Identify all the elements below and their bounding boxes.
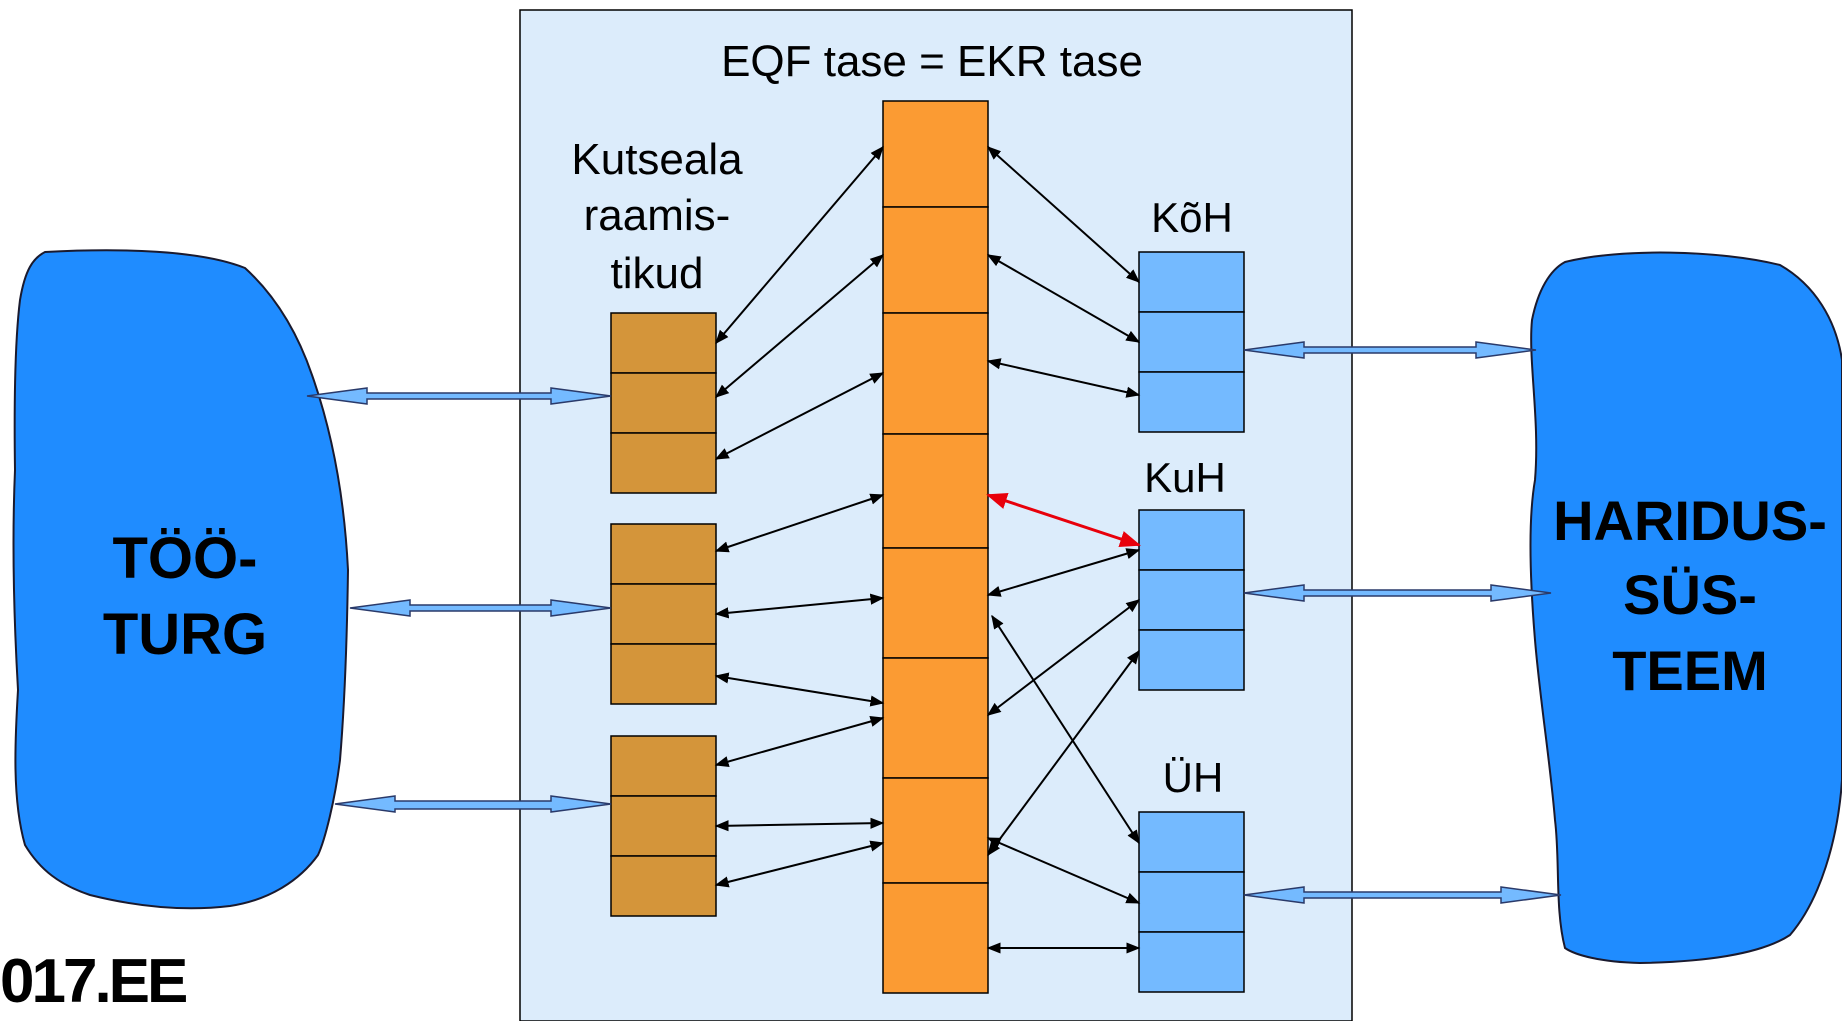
koh-box <box>1138 251 1245 433</box>
connector-arrow <box>986 254 1141 343</box>
eqf-level-cell <box>882 100 989 208</box>
block-arrow-left-3 <box>334 795 612 813</box>
connector-arrow <box>714 372 885 460</box>
connector-arrow <box>986 548 1141 597</box>
connector-arrow <box>714 672 885 707</box>
kutseala-label-line1: Kutseala <box>571 135 743 184</box>
connector-arrow <box>714 840 885 888</box>
connector-arrow <box>714 817 885 832</box>
eqf-level-cell <box>882 777 989 884</box>
kutseala-box-2 <box>610 523 717 705</box>
koh-label: KõH <box>1151 194 1233 241</box>
highlight-arrow <box>986 492 1141 548</box>
kutseala-box-3 <box>610 735 717 917</box>
right-cloud-label-line1: HARIDUS- <box>1553 489 1827 552</box>
kutseala-box-1 <box>610 312 717 494</box>
kuh-label: KuH <box>1144 454 1226 501</box>
kutseala-connector-arrows <box>714 145 885 888</box>
eqf-level-cell <box>882 547 989 659</box>
block-arrow-left-2 <box>349 599 612 617</box>
right-cloud <box>1529 251 1842 965</box>
left-cloud-label-line1: TÖÖ- <box>113 526 258 591</box>
uh-box <box>1138 811 1245 993</box>
eqf-level-cell <box>882 206 989 314</box>
eqf-level-column <box>882 100 989 994</box>
kutseala-label-line3: tikud <box>611 249 704 298</box>
connector-arrow <box>714 493 885 553</box>
uh-label: ÜH <box>1163 754 1224 801</box>
education-connector-arrows <box>986 146 1141 954</box>
block-arrow-right-3 <box>1243 886 1562 904</box>
kutseala-label-line2: raamis- <box>584 191 731 240</box>
connector-arrow <box>714 716 885 767</box>
eqf-level-cell <box>882 882 989 994</box>
kuh-box <box>1138 509 1245 691</box>
left-cloud-label-line2: TURG <box>103 602 267 667</box>
block-arrows <box>306 341 1562 904</box>
left-cloud <box>12 249 350 910</box>
right-cloud-label-line3: TEEM <box>1612 639 1768 702</box>
footer-logo: 017.EE <box>0 947 186 1016</box>
connector-arrow <box>986 837 1141 904</box>
right-cloud-label-line2: SÜS- <box>1623 563 1757 626</box>
eqf-level-cell <box>882 312 989 435</box>
block-arrow-right-2 <box>1243 584 1552 602</box>
connector-arrow <box>986 358 1141 398</box>
connector-arrow <box>991 614 1140 845</box>
eqf-level-cell <box>882 433 989 549</box>
block-arrow-left-1 <box>306 387 612 405</box>
panel-title: EQF tase = EKR tase <box>721 37 1143 86</box>
block-arrow-right-1 <box>1243 341 1537 359</box>
eqf-level-cell <box>882 657 989 779</box>
connector-arrow <box>714 593 885 619</box>
